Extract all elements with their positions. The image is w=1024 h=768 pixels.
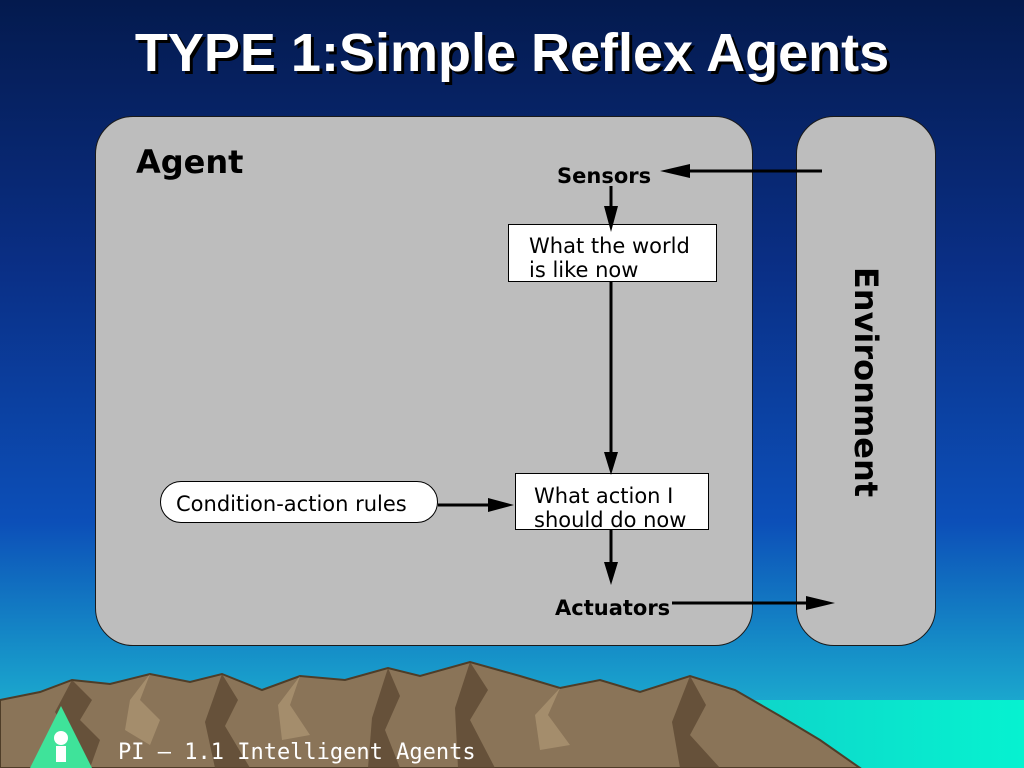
agent-label: Agent [136,143,244,181]
world-state-line-2: is like now [529,258,639,282]
environment-panel [796,116,936,646]
world-state-box: What the world is like now [508,224,717,282]
footer-text: PI – 1.1 Intelligent Agents [118,740,476,765]
sensors-label: Sensors [557,164,652,188]
condition-action-rules-box: Condition-action rules [160,481,438,523]
action-line-1: What action I [534,484,674,508]
agent-panel [95,116,753,646]
environment-label: Environment [847,266,885,498]
world-state-line-1: What the world [529,234,690,258]
logo-icon [30,706,92,768]
action-line-2: should do now [534,508,687,532]
action-box: What action I should do now [515,473,709,532]
slide-title: TYPE 1:Simple Reflex Agents [134,23,890,83]
actuators-label: Actuators [555,596,671,620]
